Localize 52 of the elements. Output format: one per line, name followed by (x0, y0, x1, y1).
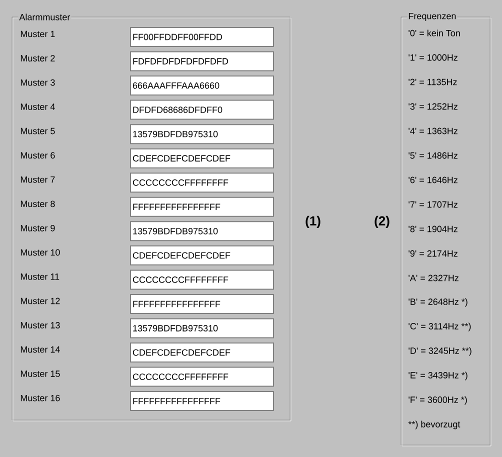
input-field: FFFFFFFFFFFFFFFF (130, 294, 274, 314)
frequency-entry: 'D' = 3245Hz **) (408, 347, 472, 356)
callout-number: (1) (306, 216, 320, 228)
frequency-entry: '3' = 1252Hz (408, 103, 458, 110)
field-label: Muster 13 (20, 322, 60, 328)
field-label: Muster 3 (20, 79, 55, 86)
input-field: FF00FFDDFF00FFDD (130, 27, 274, 47)
input-field: 13579BDFDB975310 (130, 221, 274, 242)
frequency-entry: '5' = 1486Hz (408, 152, 458, 159)
field-label: Muster 7 (20, 176, 55, 183)
frequency-entry: 'A' = 2327Hz (408, 274, 458, 282)
field-label: Muster 6 (20, 152, 55, 159)
input-field: 666AAAFFFAAA6660 (130, 76, 274, 96)
input-field: DFDFD68686DFDFF0 (130, 100, 274, 120)
frequency-entry: '2' = 1135Hz (408, 78, 457, 86)
input-field: FDFDFDFDFDFDFDFD (130, 51, 274, 72)
frequency-entry: '9' = 2174Hz (408, 250, 458, 257)
field-label: Muster 2 (20, 55, 55, 62)
input-field: CDEFCDEFCDEFCDEF (130, 245, 274, 266)
frequency-entry: 'B' = 2648Hz *) (408, 298, 468, 307)
group-heading: Alarmmuster (18, 12, 72, 22)
field-label: Muster 14 (20, 346, 60, 353)
input-field: CDEFCDEFCDEFCDEF (130, 342, 274, 363)
field-label: Muster 1 (20, 30, 55, 38)
frequency-entry: **) bevorzugt (408, 420, 460, 430)
field-label: Muster 10 (20, 249, 60, 256)
input-field: FFFFFFFFFFFFFFFF (130, 196, 274, 217)
field-label: Muster 4 (20, 104, 55, 110)
frequency-entry: '1' = 1000Hz (408, 54, 458, 61)
input-field: CDEFCDEFCDEFCDEF (130, 148, 274, 168)
frequency-entry: '0' = kein Ton (408, 30, 460, 36)
field-label: Muster 11 (20, 274, 60, 280)
frequency-entry: 'C' = 3114Hz **) (408, 322, 471, 332)
field-label: Muster 9 (20, 224, 55, 232)
input-field: FFFFFFFFFFFFFFFF (130, 391, 274, 412)
frequency-entry: '6' = 1646Hz (408, 176, 458, 184)
input-field: 13579BDFDB975310 (130, 124, 274, 144)
group-heading: Frequenzen (407, 12, 458, 22)
input-field: 13579BDFDB975310 (130, 318, 274, 338)
frequency-entry: 'E' = 3439Hz *) (408, 372, 468, 380)
field-label: Muster 5 (20, 128, 55, 134)
frequency-entry: '7' = 1707Hz (408, 201, 458, 208)
frequency-entry: '4' = 1363Hz (408, 128, 458, 134)
field-label: Muster 15 (20, 370, 60, 377)
frequency-entry: '8' = 1904Hz (408, 226, 458, 232)
frequency-entry: 'F' = 3600Hz *) (408, 396, 467, 405)
field-label: Muster 12 (20, 298, 60, 304)
input-field: CCCCCCCCFFFFFFFF (130, 366, 274, 387)
input-field: CCCCCCCCFFFFFFFF (130, 172, 274, 193)
field-label: Muster 8 (20, 200, 55, 208)
field-label: Muster 16 (20, 394, 60, 402)
input-field: CCCCCCCCFFFFFFFF (130, 270, 274, 290)
